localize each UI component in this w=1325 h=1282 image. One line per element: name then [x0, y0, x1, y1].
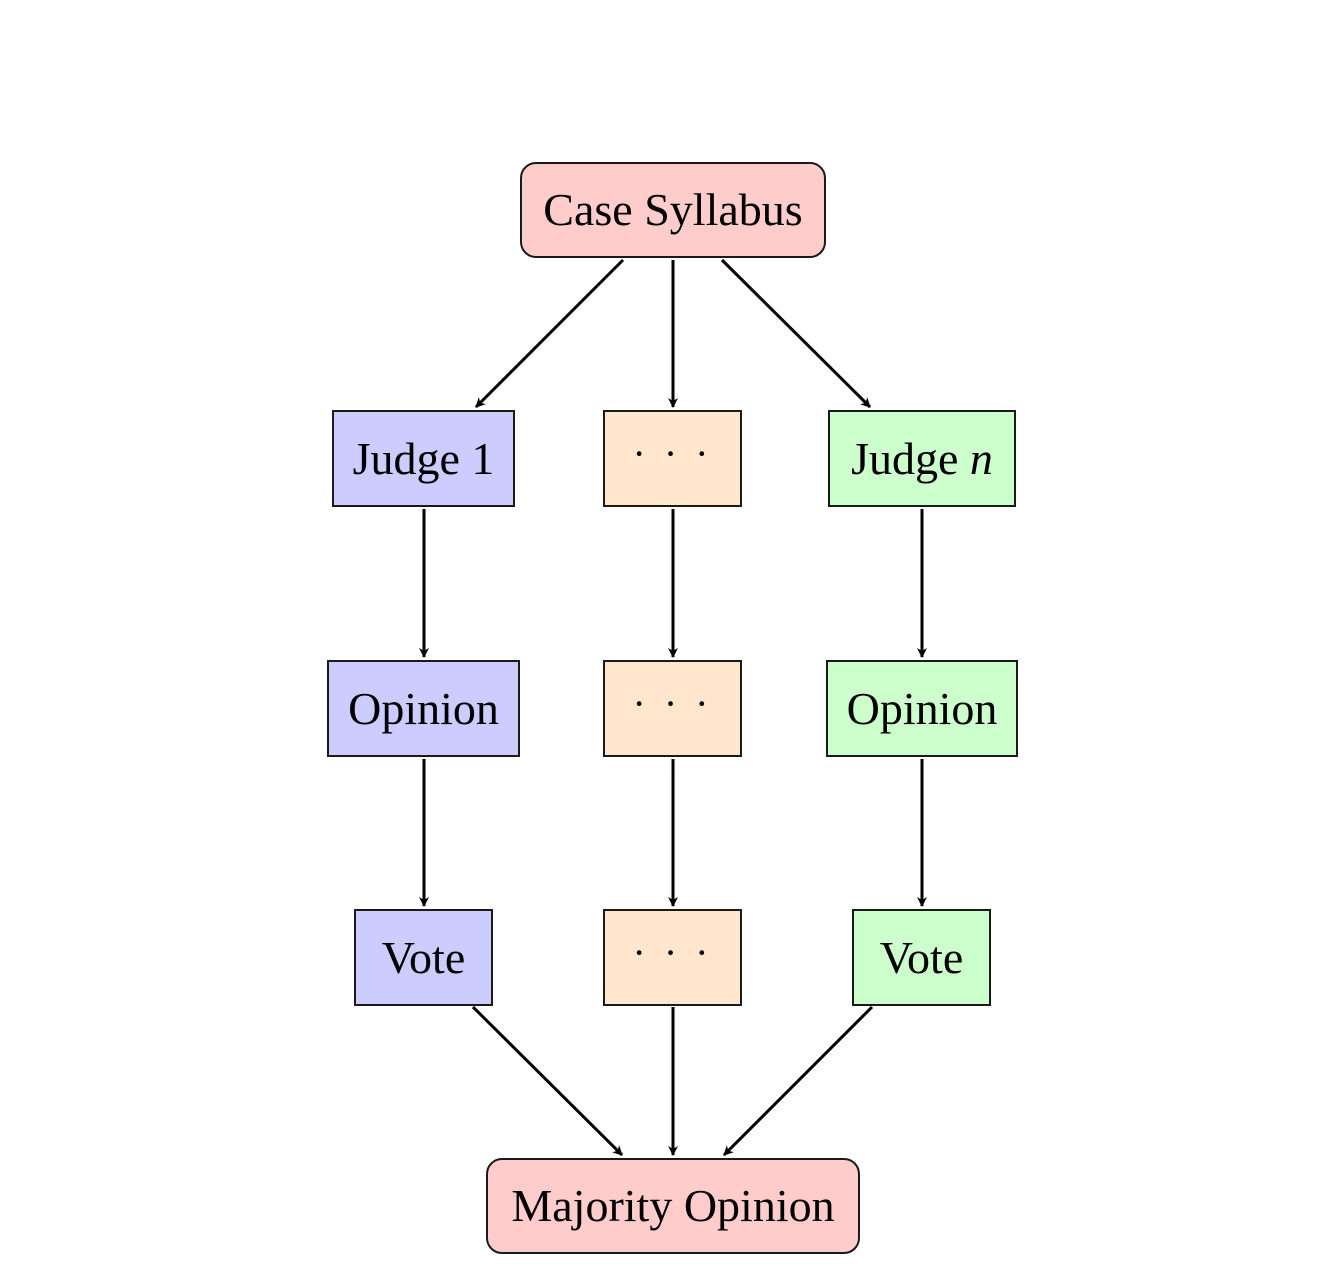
arrow-vote-1-to-majority: [471, 1005, 624, 1157]
opinion-n-label: Opinion: [846, 682, 998, 734]
opinion-ellipsis-label: · · ·: [632, 680, 713, 726]
vote-1-node: Vote: [354, 909, 493, 1006]
majority-opinion-label: Majority Opinion: [511, 1180, 835, 1231]
case-syllabus-node: Case Syllabus: [520, 162, 826, 258]
judge-ellipsis-node: · · ·: [603, 410, 742, 507]
arrow-syllabus-to-judge-1: [474, 258, 625, 409]
opinion-1-label: Opinion: [348, 682, 499, 734]
opinion-n-node: Opinion: [826, 660, 1018, 757]
judge-1-label: Judge 1: [352, 432, 495, 484]
opinion-1-node: Opinion: [327, 660, 520, 757]
judge-n-label: Judge n: [851, 432, 993, 484]
arrow-syllabus-to-judge-n: [720, 258, 872, 409]
judge-n-word: Judge: [851, 432, 970, 484]
vote-n-label: Vote: [879, 931, 964, 983]
vote-n-node: Vote: [852, 909, 991, 1006]
majority-opinion-node: Majority Opinion: [486, 1158, 860, 1254]
case-syllabus-label: Case Syllabus: [543, 184, 803, 235]
judge-1-node: Judge 1: [332, 410, 515, 507]
vote-ellipsis-node: · · ·: [603, 909, 742, 1006]
arrow-vote-n-to-majority: [722, 1005, 874, 1157]
opinion-ellipsis-node: · · ·: [603, 660, 742, 757]
judge-n-variable: n: [969, 432, 993, 484]
vote-1-label: Vote: [381, 931, 466, 983]
vote-ellipsis-label: · · ·: [632, 929, 713, 975]
judge-n-node: Judge n: [828, 410, 1016, 507]
judge-ellipsis-label: · · ·: [632, 430, 713, 476]
